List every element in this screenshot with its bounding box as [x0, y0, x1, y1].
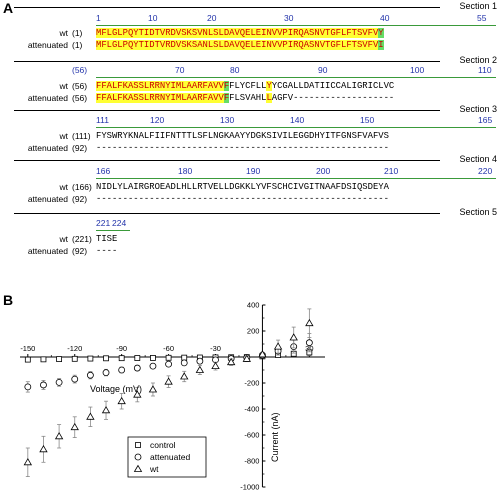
data-point [195, 365, 205, 373]
data-point [39, 445, 48, 453]
data-point [55, 378, 63, 386]
data-point [40, 381, 47, 389]
section-4-wt-row: wt (166) NIDLYLAIRGROEADLHLLRTVELLDGKKLY… [59, 182, 389, 192]
y-tick-label: 200 [247, 327, 260, 336]
data-point [101, 406, 111, 414]
section-1-attenuated-row: attenuated (1) MFLGLPQYTIDTVRDVSKSANLSLD… [27, 40, 384, 50]
data-point [181, 354, 188, 361]
legend-label-attenuated: attenuated [150, 452, 190, 462]
legend-label-wt: wt [149, 464, 159, 474]
panel-letter-b: B [3, 292, 14, 308]
legend-marker-attenuated [134, 453, 142, 461]
data-point [24, 383, 32, 391]
data-point [133, 364, 141, 372]
data-point [71, 375, 79, 383]
legend-label-control: control [150, 440, 176, 450]
data-point [305, 339, 313, 347]
data-point [86, 412, 95, 420]
section-4-attenuated-row: attenuated (92) ------------------------… [27, 194, 389, 204]
section-1-title: Section 1 [459, 1, 497, 11]
data-point [148, 385, 158, 393]
chart-marks [23, 308, 314, 478]
x-tick-label: -120 [67, 344, 82, 353]
y-tick-label: -800 [244, 457, 259, 466]
section-5-wt-row: wt (221) TISE [59, 234, 118, 244]
data-point [23, 458, 33, 466]
section-2-attenuated-row: attenuated (56) FFALFKASSLRRNYIMLAARFAVV… [27, 93, 395, 103]
data-point [102, 369, 110, 376]
data-point [258, 350, 267, 358]
data-point [273, 342, 283, 350]
data-point [40, 356, 47, 363]
data-point [56, 356, 63, 362]
x-tick-label: -60 [163, 344, 174, 353]
data-point [118, 366, 126, 374]
data-point [103, 355, 109, 362]
data-point [211, 361, 220, 369]
data-point [164, 377, 173, 385]
data-point [180, 372, 189, 380]
legend-marker-control [135, 442, 141, 448]
data-point [86, 371, 94, 379]
data-point [134, 355, 141, 361]
data-point [289, 333, 298, 341]
section-3-title: Section 3 [459, 104, 497, 114]
data-point [117, 396, 126, 405]
y-tick-label: 400 [247, 301, 260, 310]
section-5-title: Section 5 [459, 207, 497, 217]
section-2-title: Section 2 [459, 55, 497, 65]
data-point [149, 362, 157, 370]
section-3-wt-row: wt (111) FYSWRYKNALFIIFNTTTLSFLNGKAAYYDG… [59, 131, 389, 141]
data-point [24, 356, 31, 363]
data-point [118, 355, 125, 362]
legend-marker-wt [133, 464, 143, 472]
chart-legend: control attenuated wt [127, 436, 207, 478]
data-point [71, 355, 78, 362]
y-tick-label: -1000 [240, 483, 259, 491]
y-axis-label: Current (nA) [270, 412, 280, 462]
data-point [242, 354, 251, 362]
data-point [196, 357, 204, 365]
y-tick-label: -600 [244, 431, 259, 440]
data-point [165, 360, 172, 368]
y-tick-label: -400 [244, 405, 259, 414]
data-point [305, 318, 314, 327]
section-5-attenuated-row: attenuated (92) ---- [27, 246, 118, 256]
data-point [54, 432, 64, 440]
data-point [180, 359, 188, 367]
x-tick-label: -150 [20, 344, 35, 353]
x-tick-label: -90 [116, 344, 127, 353]
data-point [226, 357, 236, 366]
x-tick-label: -30 [210, 344, 221, 353]
data-point [133, 390, 142, 398]
section-3-attenuated-row: attenuated (92) ------------------------… [27, 143, 389, 153]
data-point [70, 422, 79, 431]
series-wt [23, 308, 314, 478]
data-point [150, 355, 156, 361]
data-point [87, 355, 94, 362]
section-4-title: Section 4 [459, 154, 497, 164]
panel-letter-a: A [3, 0, 14, 16]
section-1-wt-row: wt (1) MFLGLPQYTIDTVRDVSKSVNLSLDAVQELEIN… [59, 28, 384, 38]
y-tick-label: -200 [244, 379, 259, 388]
x-axis-label: Voltage (mV) [90, 384, 142, 394]
section-2-wt-row: wt (56) FFALFKASSLRRNYIMLAARFAVVFFLYCFLL… [59, 81, 395, 91]
data-point [165, 354, 172, 361]
